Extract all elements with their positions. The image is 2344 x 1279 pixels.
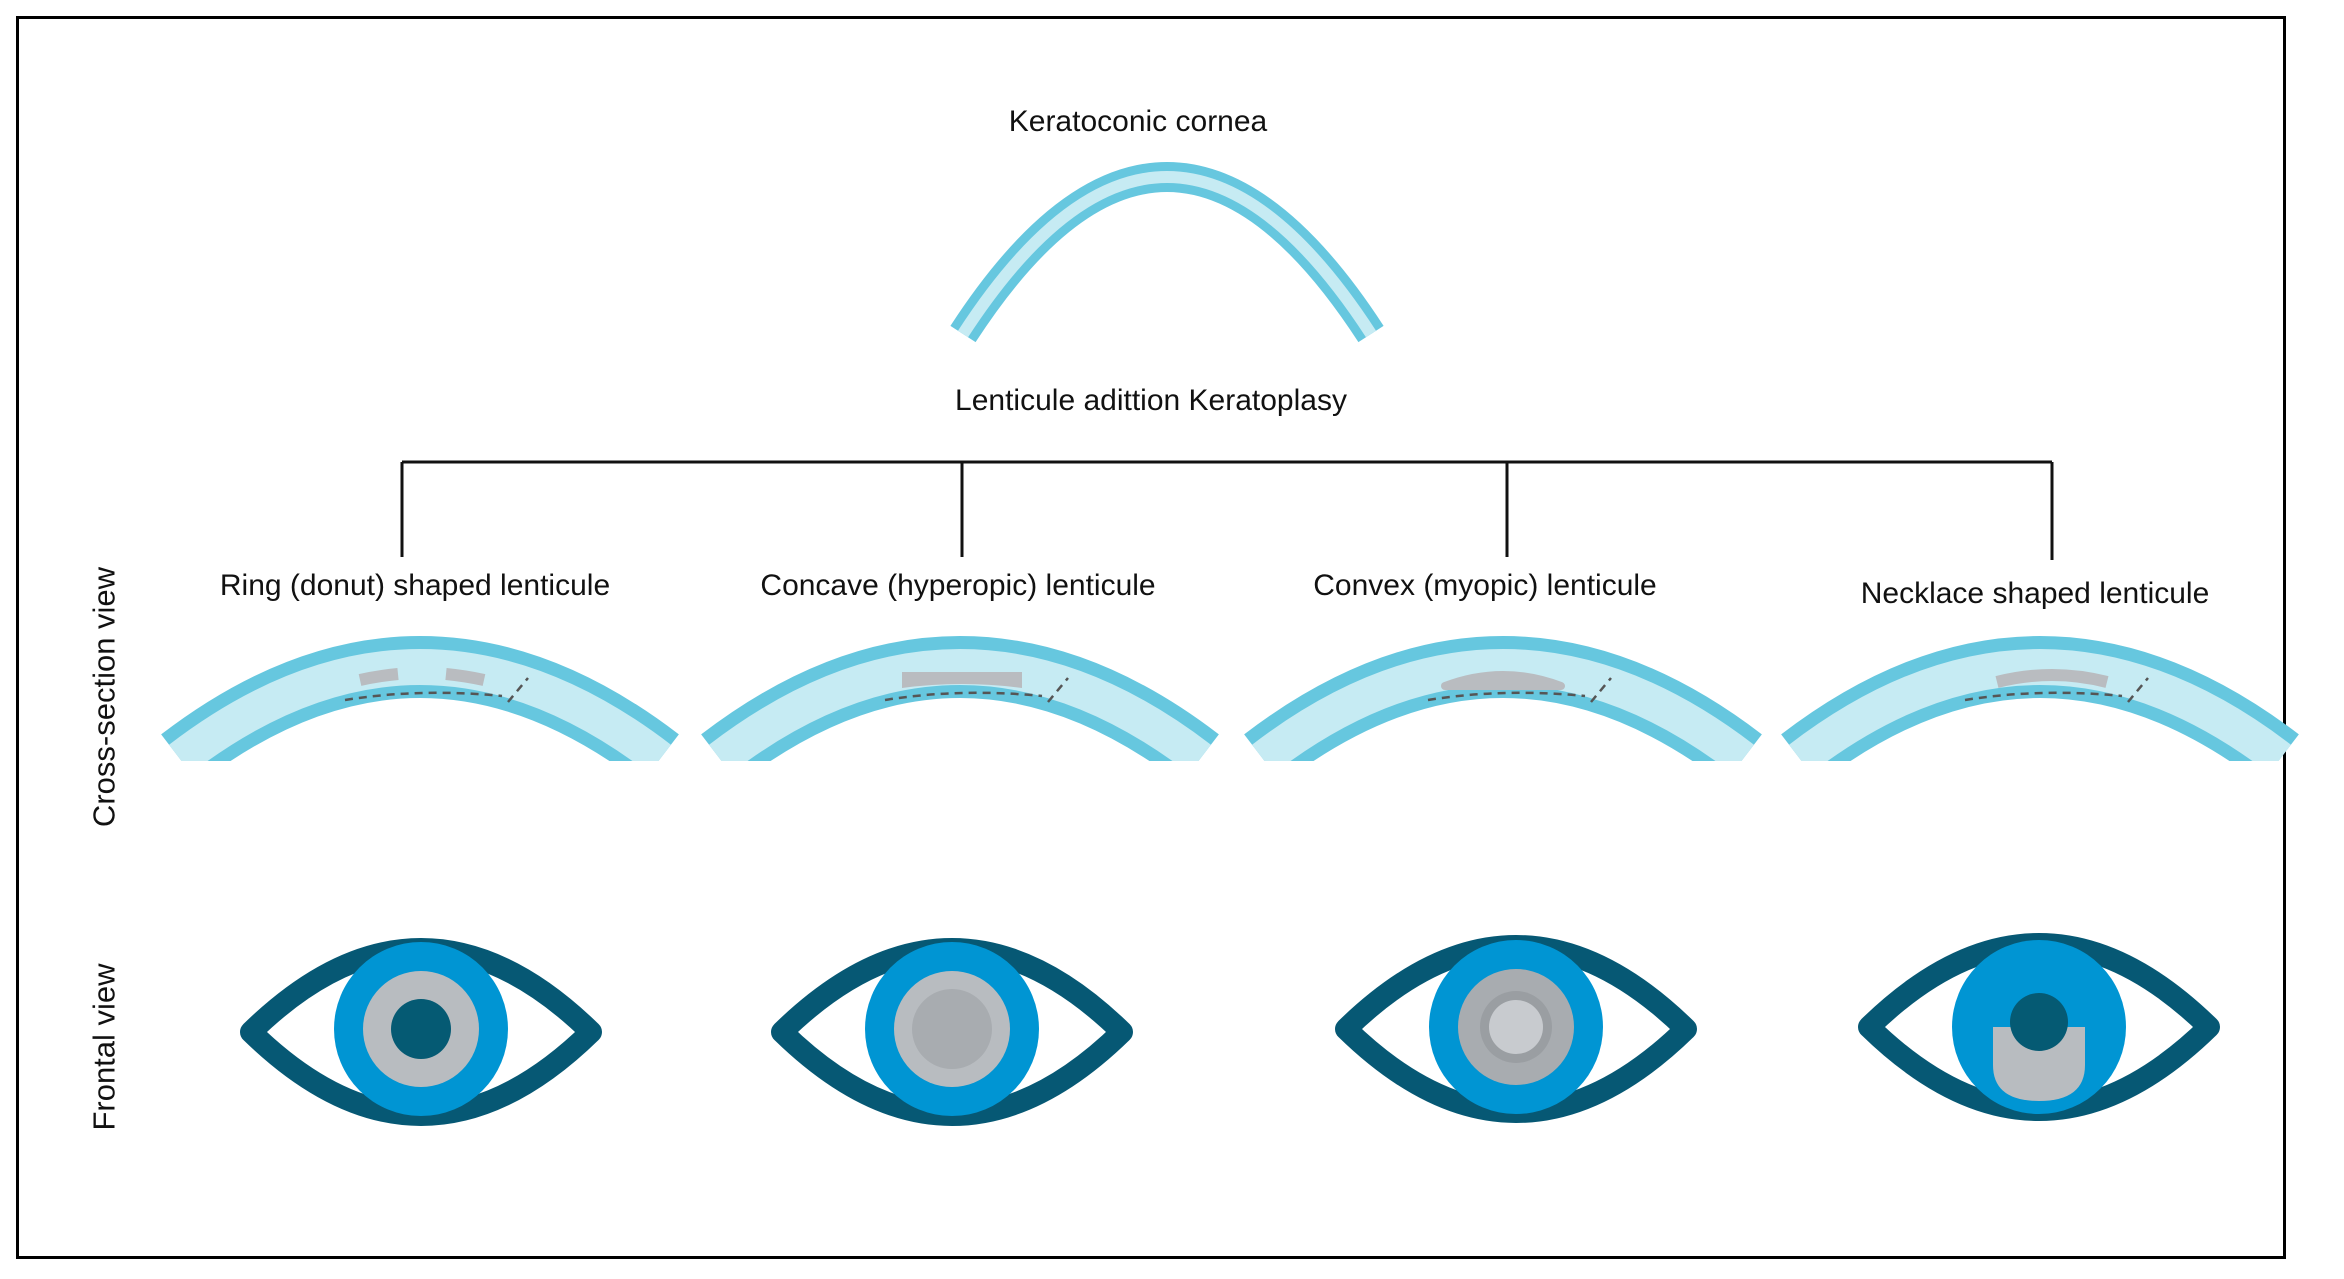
keratoconic-cornea	[950, 162, 1384, 343]
lenticule-label-necklace: Necklace shaped lenticule	[1860, 577, 2210, 610]
convex-lenticule	[1441, 671, 1565, 690]
frontal-eye-concave	[771, 938, 1133, 1126]
cross-section-convex	[1244, 636, 1762, 761]
cross-section-view-label: Cross-section view	[86, 566, 122, 828]
keratoconic-cornea-title: Keratoconic cornea	[1008, 105, 1268, 138]
ring-lenticule-right	[445, 668, 486, 686]
lenticule-label-convex: Convex (myopic) lenticule	[1313, 569, 1657, 602]
cross-section-ring	[161, 636, 679, 761]
cross-section-necklace	[1781, 636, 2299, 761]
lenticule-label-ring: Ring (donut) shaped lenticule	[219, 569, 611, 602]
ring-lenticule-left	[358, 668, 399, 686]
frontal-view-label: Frontal view	[86, 963, 122, 1131]
procedure-label: Lenticule adittion Keratoplasy	[955, 384, 1347, 417]
frontal-eye-ring	[240, 938, 602, 1126]
frontal-eye-necklace	[1858, 933, 2220, 1121]
tree-connector	[400, 460, 2054, 560]
cross-section-concave	[701, 636, 1219, 761]
necklace-lenticule	[1995, 669, 2109, 688]
figure-border	[16, 16, 2286, 1259]
lenticule-label-concave: Concave (hyperopic) lenticule	[760, 569, 1156, 602]
concave-lenticule	[902, 672, 1022, 688]
frontal-eye-convex	[1335, 935, 1697, 1123]
necklace-lenticule-frontal	[1993, 1027, 2085, 1101]
